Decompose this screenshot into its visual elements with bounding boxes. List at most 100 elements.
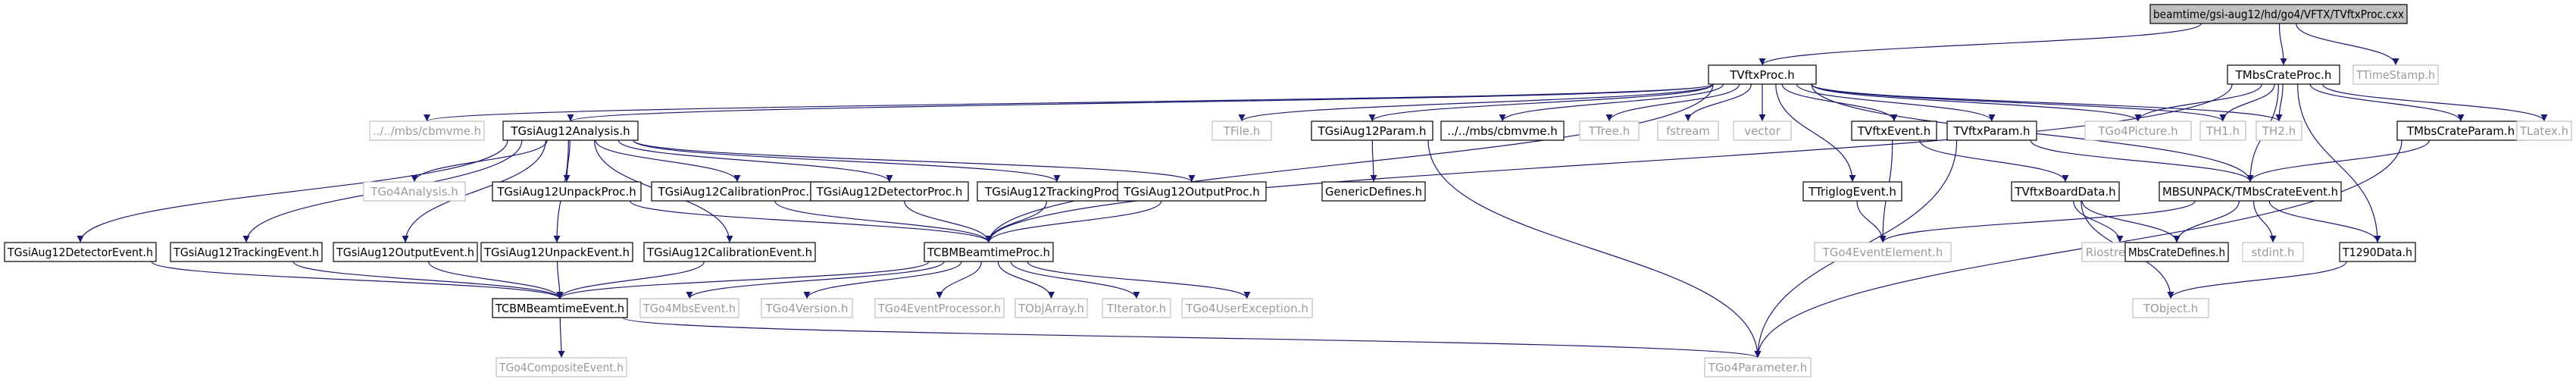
node-mbsunpack[interactable]: MBSUNPACK/TMbsCrateEvent.h: [2159, 181, 2342, 202]
node-label: TObject.h: [2143, 302, 2198, 315]
include-edge-tmbscrateproc-to-th1: [2219, 83, 2275, 122]
node-label: ../../mbs/cbmvme.h: [1447, 124, 1558, 138]
include-edge-tcbmproc-to-tgo4evproc: [936, 261, 982, 299]
node-box: [761, 298, 853, 318]
include-edge-tgsitrackeve-to-tcbmevent: [292, 261, 564, 299]
include-edge-tmbscrateparam-to-mbsunpack: [2246, 139, 2430, 183]
include-edge-tgsianalysis-to-tgsideteve: [77, 139, 508, 243]
node-box: [2352, 64, 2439, 85]
node-tgsiunpackeve[interactable]: TGsiAug12UnpackEvent.h: [480, 242, 633, 262]
include-edge-ttrigloge-to-tgo4evelem: [1856, 200, 1887, 243]
include-edge-tmbscrateproc-to-tgo4picture: [2134, 83, 2262, 122]
include-edge-tvftxproc-to-th1: [1811, 83, 2227, 122]
node-box: [480, 242, 633, 262]
node-box: [2084, 121, 2192, 141]
node-tmbscrateproc[interactable]: TMbsCrateProc.h: [2227, 64, 2340, 85]
include-edge-tvftxproc-to-ttree: [1605, 83, 1740, 122]
node-label: TVftxBoardData.h: [2014, 185, 2115, 199]
node-tgo4analysis: TGo4Analysis.h: [363, 181, 466, 202]
include-edge-mbsunpack-to-t1290: [2268, 200, 2381, 243]
node-tobjarray: TObjArray.h: [1014, 298, 1088, 318]
include-edge-tgsioutproc-to-tcbmproc: [985, 200, 1162, 243]
node-box: [924, 242, 1054, 262]
node-box: [2256, 121, 2302, 141]
include-edge-tgsitrackproc-to-tcbmproc: [985, 200, 1048, 243]
node-box: [1733, 121, 1792, 141]
node-label: TGsiAug12DetectorProc.h: [816, 185, 963, 199]
node-t1290[interactable]: T1290Data.h: [2339, 242, 2416, 262]
node-tcbmevent[interactable]: TCBMBeamtimeEvent.h: [492, 298, 628, 318]
node-tvftxevent[interactable]: TVftxEvent.h: [1851, 121, 1937, 141]
node-tgo4composite: TGo4CompositeEvent.h: [496, 357, 627, 377]
node-mbsvme2[interactable]: ../../mbs/cbmvme.h: [1440, 121, 1565, 141]
node-tmbscrateparam[interactable]: TMbsCrateParam.h: [2396, 121, 2525, 141]
node-tcbmproc[interactable]: TCBMBeamtimeProc.h: [924, 242, 1054, 262]
node-tgo4version: TGo4Version.h: [761, 298, 853, 318]
node-tgsidetproc[interactable]: TGsiAug12DetectorProc.h: [810, 181, 969, 202]
include-edge-tgsidetproc-to-tcbmproc: [904, 200, 993, 243]
node-box: [2149, 4, 2408, 24]
node-tgsicalibeve[interactable]: TGsiAug12CalibrationEvent.h: [643, 242, 816, 262]
node-genericdefines[interactable]: GenericDefines.h: [1321, 181, 1426, 202]
include-edge-tvftxboard-to-riostream: [2073, 200, 2124, 243]
node-tgsitrackeve[interactable]: TGsiAug12TrackingEvent.h: [170, 242, 323, 262]
dependency-edges: [77, 23, 2548, 359]
include-edge-tvftxproc-to-tgsiparam: [1368, 83, 1714, 122]
node-label: TTree.h: [1588, 124, 1630, 138]
node-box: [1321, 181, 1426, 202]
node-label: TGsiAug12OutputProc.h: [1123, 185, 1260, 199]
include-edge-tgsianalysis-to-tgsidetproc: [617, 139, 893, 183]
node-box: [2159, 181, 2342, 202]
node-box: [977, 181, 1137, 202]
node-tgsioutproc[interactable]: TGsiAug12OutputProc.h: [1117, 181, 1267, 202]
node-ttimestamp: TTimeStamp.h: [2352, 64, 2439, 85]
node-label: TGsiAug12TrackingProc.h: [984, 185, 1129, 199]
node-box: [1579, 121, 1640, 141]
node-vector: vector: [1733, 121, 1792, 141]
node-tgsicalibproc[interactable]: TGsiAug12CalibrationProc.h: [651, 181, 824, 202]
include-edge-tgsianalysis-to-tgsiouteve: [402, 139, 546, 243]
node-label: TVftxParam.h: [1952, 124, 2030, 138]
node-tvftxproc[interactable]: TVftxProc.h: [1708, 64, 1817, 85]
include-edge-tvftxproc-to-tvftxparam: [1796, 83, 1996, 122]
node-label: TGsiAug12UnpackEvent.h: [483, 246, 630, 259]
node-box: [492, 181, 642, 202]
node-ttrigloge[interactable]: TTriglogEvent.h: [1802, 181, 1902, 202]
node-label: vector: [1744, 124, 1780, 138]
include-edge-tgsiunpackeve-to-tcbmevent: [556, 261, 564, 299]
node-box: [1851, 121, 1937, 141]
node-mbscratedefs[interactable]: MbsCrateDefines.h: [2124, 242, 2229, 262]
node-tvftxparam[interactable]: TVftxParam.h: [1946, 121, 2037, 141]
node-label: TMbsCrateProc.h: [2235, 68, 2332, 82]
node-label: TGo4Analysis.h: [370, 185, 458, 199]
node-tgsitrackproc[interactable]: TGsiAug12TrackingProc.h: [977, 181, 1137, 202]
include-edge-tvftxboard-to-mbscratedefs: [2081, 200, 2181, 243]
node-tvftxboard[interactable]: TVftxBoardData.h: [2011, 181, 2120, 202]
node-tgsideteve[interactable]: TGsiAug12DetectorEvent.h: [4, 242, 157, 262]
node-tgo4evelem: TGo4EventElement.h: [1814, 242, 1952, 262]
node-label: T1290Data.h: [2342, 246, 2412, 259]
node-label: TH1.h: [2206, 124, 2240, 138]
node-label: fstream: [1666, 124, 1710, 138]
node-box: [2132, 298, 2209, 318]
node-box: [1802, 181, 1902, 202]
node-root[interactable]: beamtime/gsi-aug12/hd/go4/VFTX/TVftxProc…: [2149, 4, 2408, 24]
node-box: [1657, 121, 1719, 141]
node-tgsiouteve[interactable]: TGsiAug12OutputEvent.h: [333, 242, 478, 262]
node-tgsiunpackproc[interactable]: TGsiAug12UnpackProc.h: [492, 181, 642, 202]
include-edge-tvftxproc-to-th2: [1811, 83, 2283, 122]
node-label: TGsiAug12Analysis.h: [510, 124, 630, 138]
include-edge-tvftxproc-to-tfile: [1238, 83, 1714, 122]
node-tgsianalysis[interactable]: TGsiAug12Analysis.h: [502, 121, 639, 141]
include-edge-tvftxproc-to-fstream: [1684, 83, 1752, 122]
node-th2: TH2.h: [2256, 121, 2302, 141]
node-box: [4, 242, 157, 262]
include-edge-tvftxevent-to-tvftxboard: [1919, 139, 2069, 183]
node-label: TCBMBeamtimeProc.h: [927, 246, 1050, 259]
include-edge-tvftxproc-to-ttrigloge: [1775, 83, 1856, 183]
node-label: TGo4EventProcessor.h: [877, 302, 1001, 315]
header-file-nodes: beamtime/gsi-aug12/hd/go4/VFTX/TVftxProc…: [4, 4, 2572, 377]
include-edge-tcbmproc-to-tobjarray: [997, 261, 1055, 299]
node-tgo4parameter: TGo4Parameter.h: [1704, 357, 1812, 377]
node-tgsiparam[interactable]: TGsiAug12Param.h: [1311, 121, 1433, 141]
